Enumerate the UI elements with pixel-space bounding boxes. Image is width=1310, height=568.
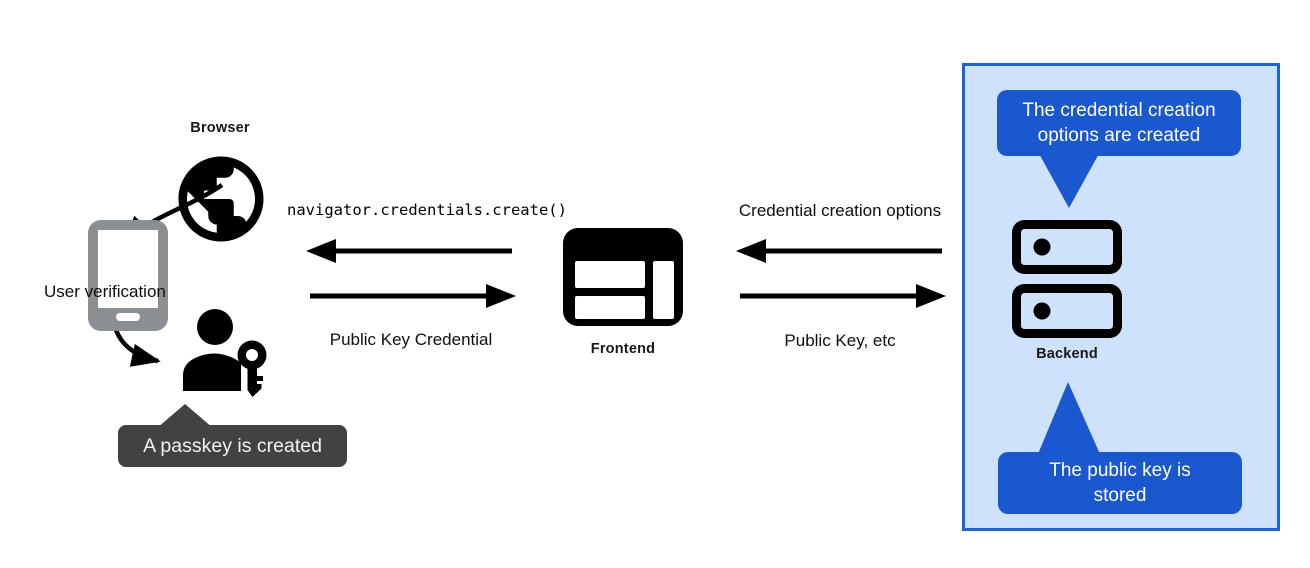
passkey-tooltip-text: A passkey is created [143, 434, 322, 457]
public-key-credential-label: Public Key Credential [329, 330, 493, 349]
person-key-icon [183, 309, 267, 397]
smartphone-icon [88, 220, 168, 331]
arrow-create-call [306, 239, 512, 263]
create-call-label: navigator.credentials.create() [287, 201, 567, 219]
server-stack-icon [1012, 220, 1122, 338]
options-created-text: The credential creation options are crea… [1022, 100, 1216, 147]
public-key-etc-label: Public Key, etc [784, 331, 896, 350]
public-key-stored-text: The public key is stored [1049, 460, 1191, 507]
options-created-callout: The credential creation options are crea… [997, 90, 1241, 157]
frontend-label: Frontend [590, 341, 656, 357]
public-key-stored-callout-pointer [1038, 382, 1100, 454]
passkey-tooltip-pointer [157, 404, 213, 428]
credential-creation-options-label: Credential creation options [738, 201, 942, 220]
arrow-credential-creation-options [736, 239, 942, 263]
public-key-stored-callout: The public key is stored [998, 452, 1242, 515]
backend-label: Backend [1036, 346, 1098, 362]
browser-window-icon [563, 228, 683, 326]
passkey-tooltip: A passkey is created [118, 425, 347, 467]
options-created-callout-pointer [1037, 150, 1101, 208]
arrow-public-key-etc [740, 284, 946, 308]
backend-panel: The credential creation options are crea… [962, 63, 1280, 531]
user-verification-label: User verification [44, 282, 166, 301]
globe-icon [178, 156, 264, 242]
browser-label: Browser [190, 120, 250, 136]
arrow-public-key-credential [310, 284, 516, 308]
